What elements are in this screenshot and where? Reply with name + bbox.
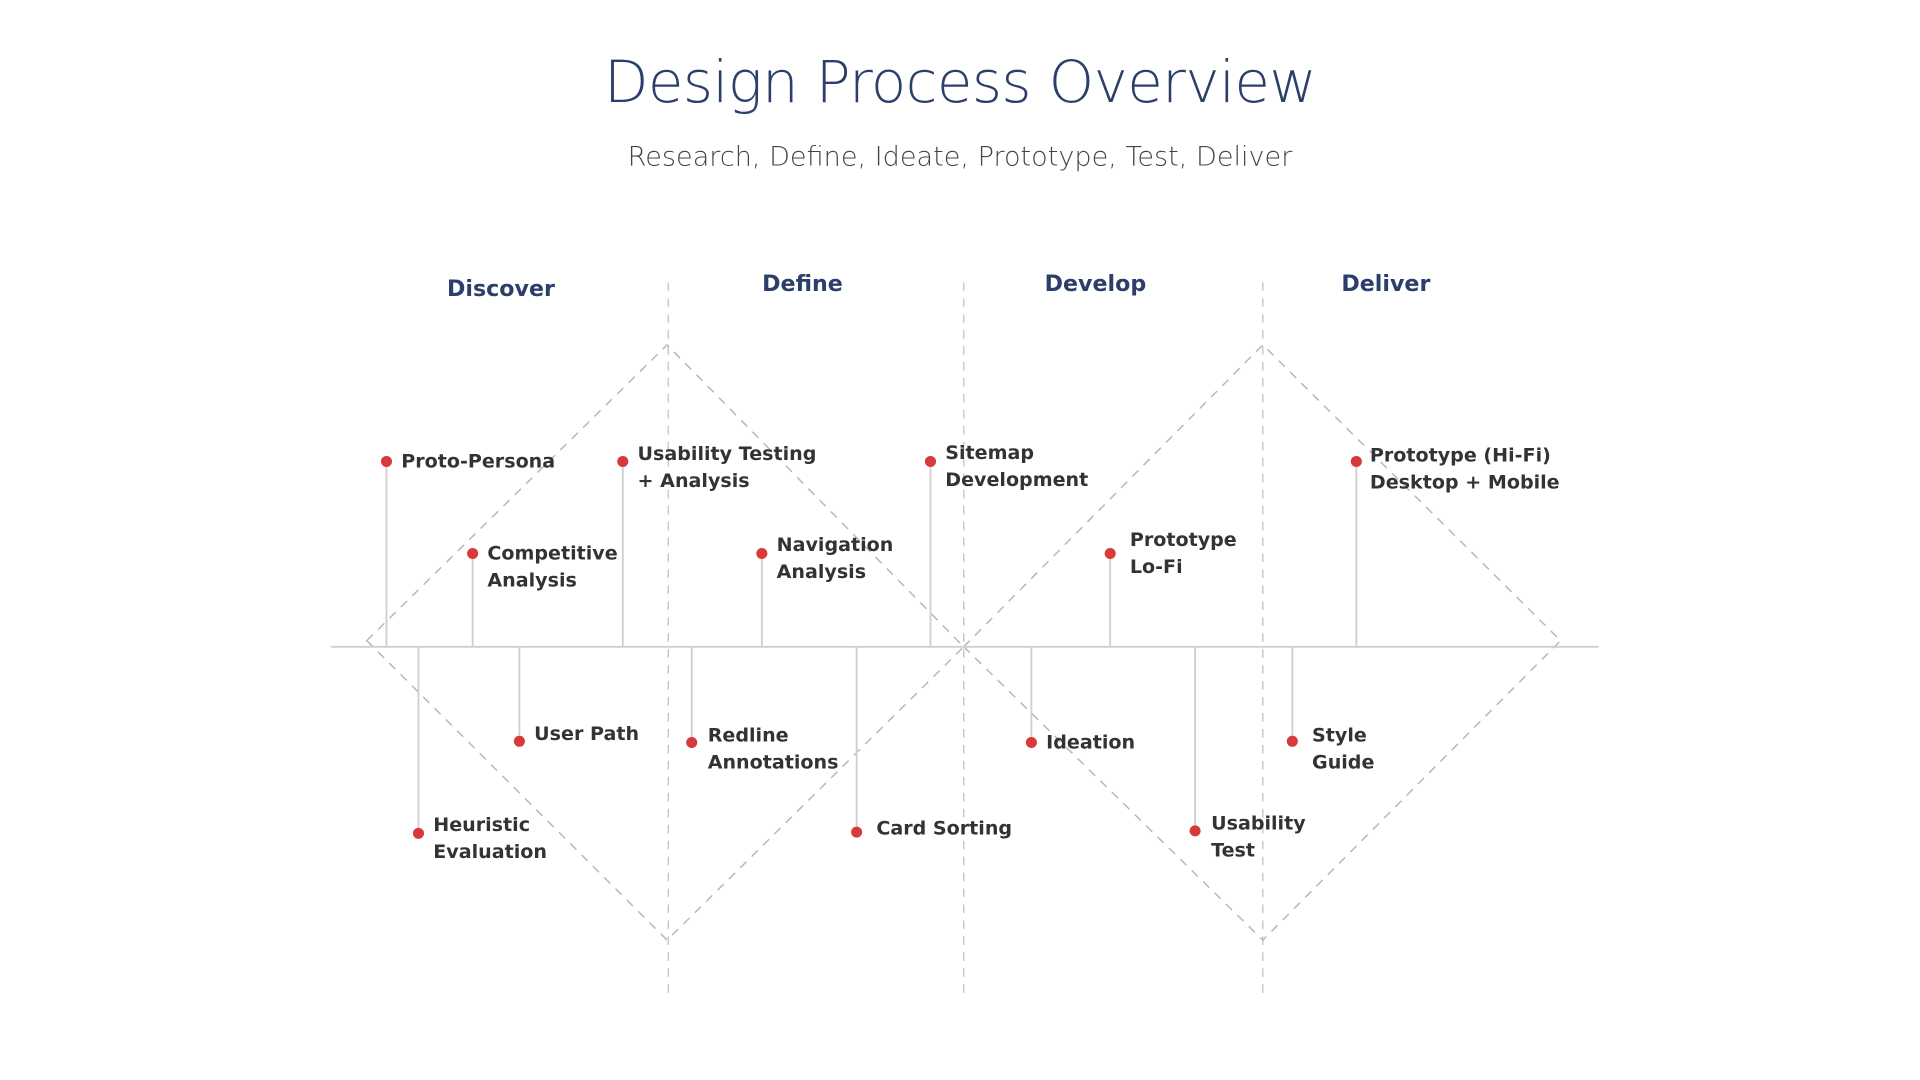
item-label: Analysis	[776, 560, 867, 583]
item-label: Prototype (Hi-Fi)	[1369, 444, 1551, 467]
item-label: User Path	[534, 722, 640, 745]
item-label: Sitemap	[945, 441, 1035, 464]
item-label: Evaluation	[433, 840, 547, 863]
item-dot	[617, 455, 629, 467]
item-label: Usability Testing	[637, 443, 817, 466]
item-dot	[380, 455, 393, 467]
item-label: + Analysis	[637, 470, 750, 493]
item-label: Navigation	[776, 533, 894, 556]
item-label: Prototype	[1129, 528, 1237, 552]
item-label: Card Sorting	[876, 817, 1013, 840]
item-label: Ideation	[1046, 731, 1136, 754]
item-dot	[1025, 736, 1037, 749]
phase-develop: Develop	[1044, 271, 1147, 298]
item-dot	[851, 826, 863, 838]
item-label: Annotations	[707, 751, 839, 774]
item-label: Competitive	[487, 542, 618, 565]
item-dot	[686, 736, 698, 749]
item-label: Guide	[1312, 751, 1375, 774]
page-subtitle: Research, Define, Ideate, Prototype, Tes…	[627, 142, 1293, 174]
item-dot	[412, 827, 425, 839]
diamond-develop-deliver	[962, 343, 1562, 942]
item-label: Desktop + Mobile	[1369, 471, 1560, 494]
phase-discover: Discover	[446, 276, 555, 302]
item-dot	[1350, 455, 1362, 467]
item-dot	[756, 547, 768, 560]
item-dot	[513, 735, 525, 747]
phase-deliver: Deliver	[1341, 271, 1431, 298]
item-label: Proto-Persona	[401, 450, 556, 473]
item-label: Test	[1211, 839, 1256, 862]
page-title: Design Process Overview	[603, 49, 1317, 117]
item-label: Analysis	[487, 569, 577, 592]
phase-define: Define	[762, 271, 843, 298]
item-ideation: Ideation	[1046, 729, 1135, 756]
item-card-sorting: Card Sorting	[876, 815, 1012, 842]
item-label: Lo-Fi	[1129, 555, 1183, 579]
item-usability-testing: Usability Testing + Analysis	[638, 441, 817, 495]
item-dot	[1286, 735, 1298, 747]
item-label: Style	[1312, 724, 1367, 747]
item-dot	[1189, 825, 1201, 837]
item-label: Heuristic	[433, 813, 531, 836]
item-label: Development	[945, 468, 1089, 491]
item-user-path: User Path	[534, 720, 639, 747]
item-dot	[1104, 547, 1116, 560]
item-label: Redline	[707, 724, 789, 747]
item-prototype-hifi: Prototype (Hi-Fi) Desktop + Mobile	[1370, 442, 1560, 496]
item-proto-persona: Proto-Persona	[401, 448, 555, 475]
item-label: Usability	[1211, 812, 1306, 835]
item-dot	[467, 547, 479, 560]
item-dot	[924, 455, 937, 467]
